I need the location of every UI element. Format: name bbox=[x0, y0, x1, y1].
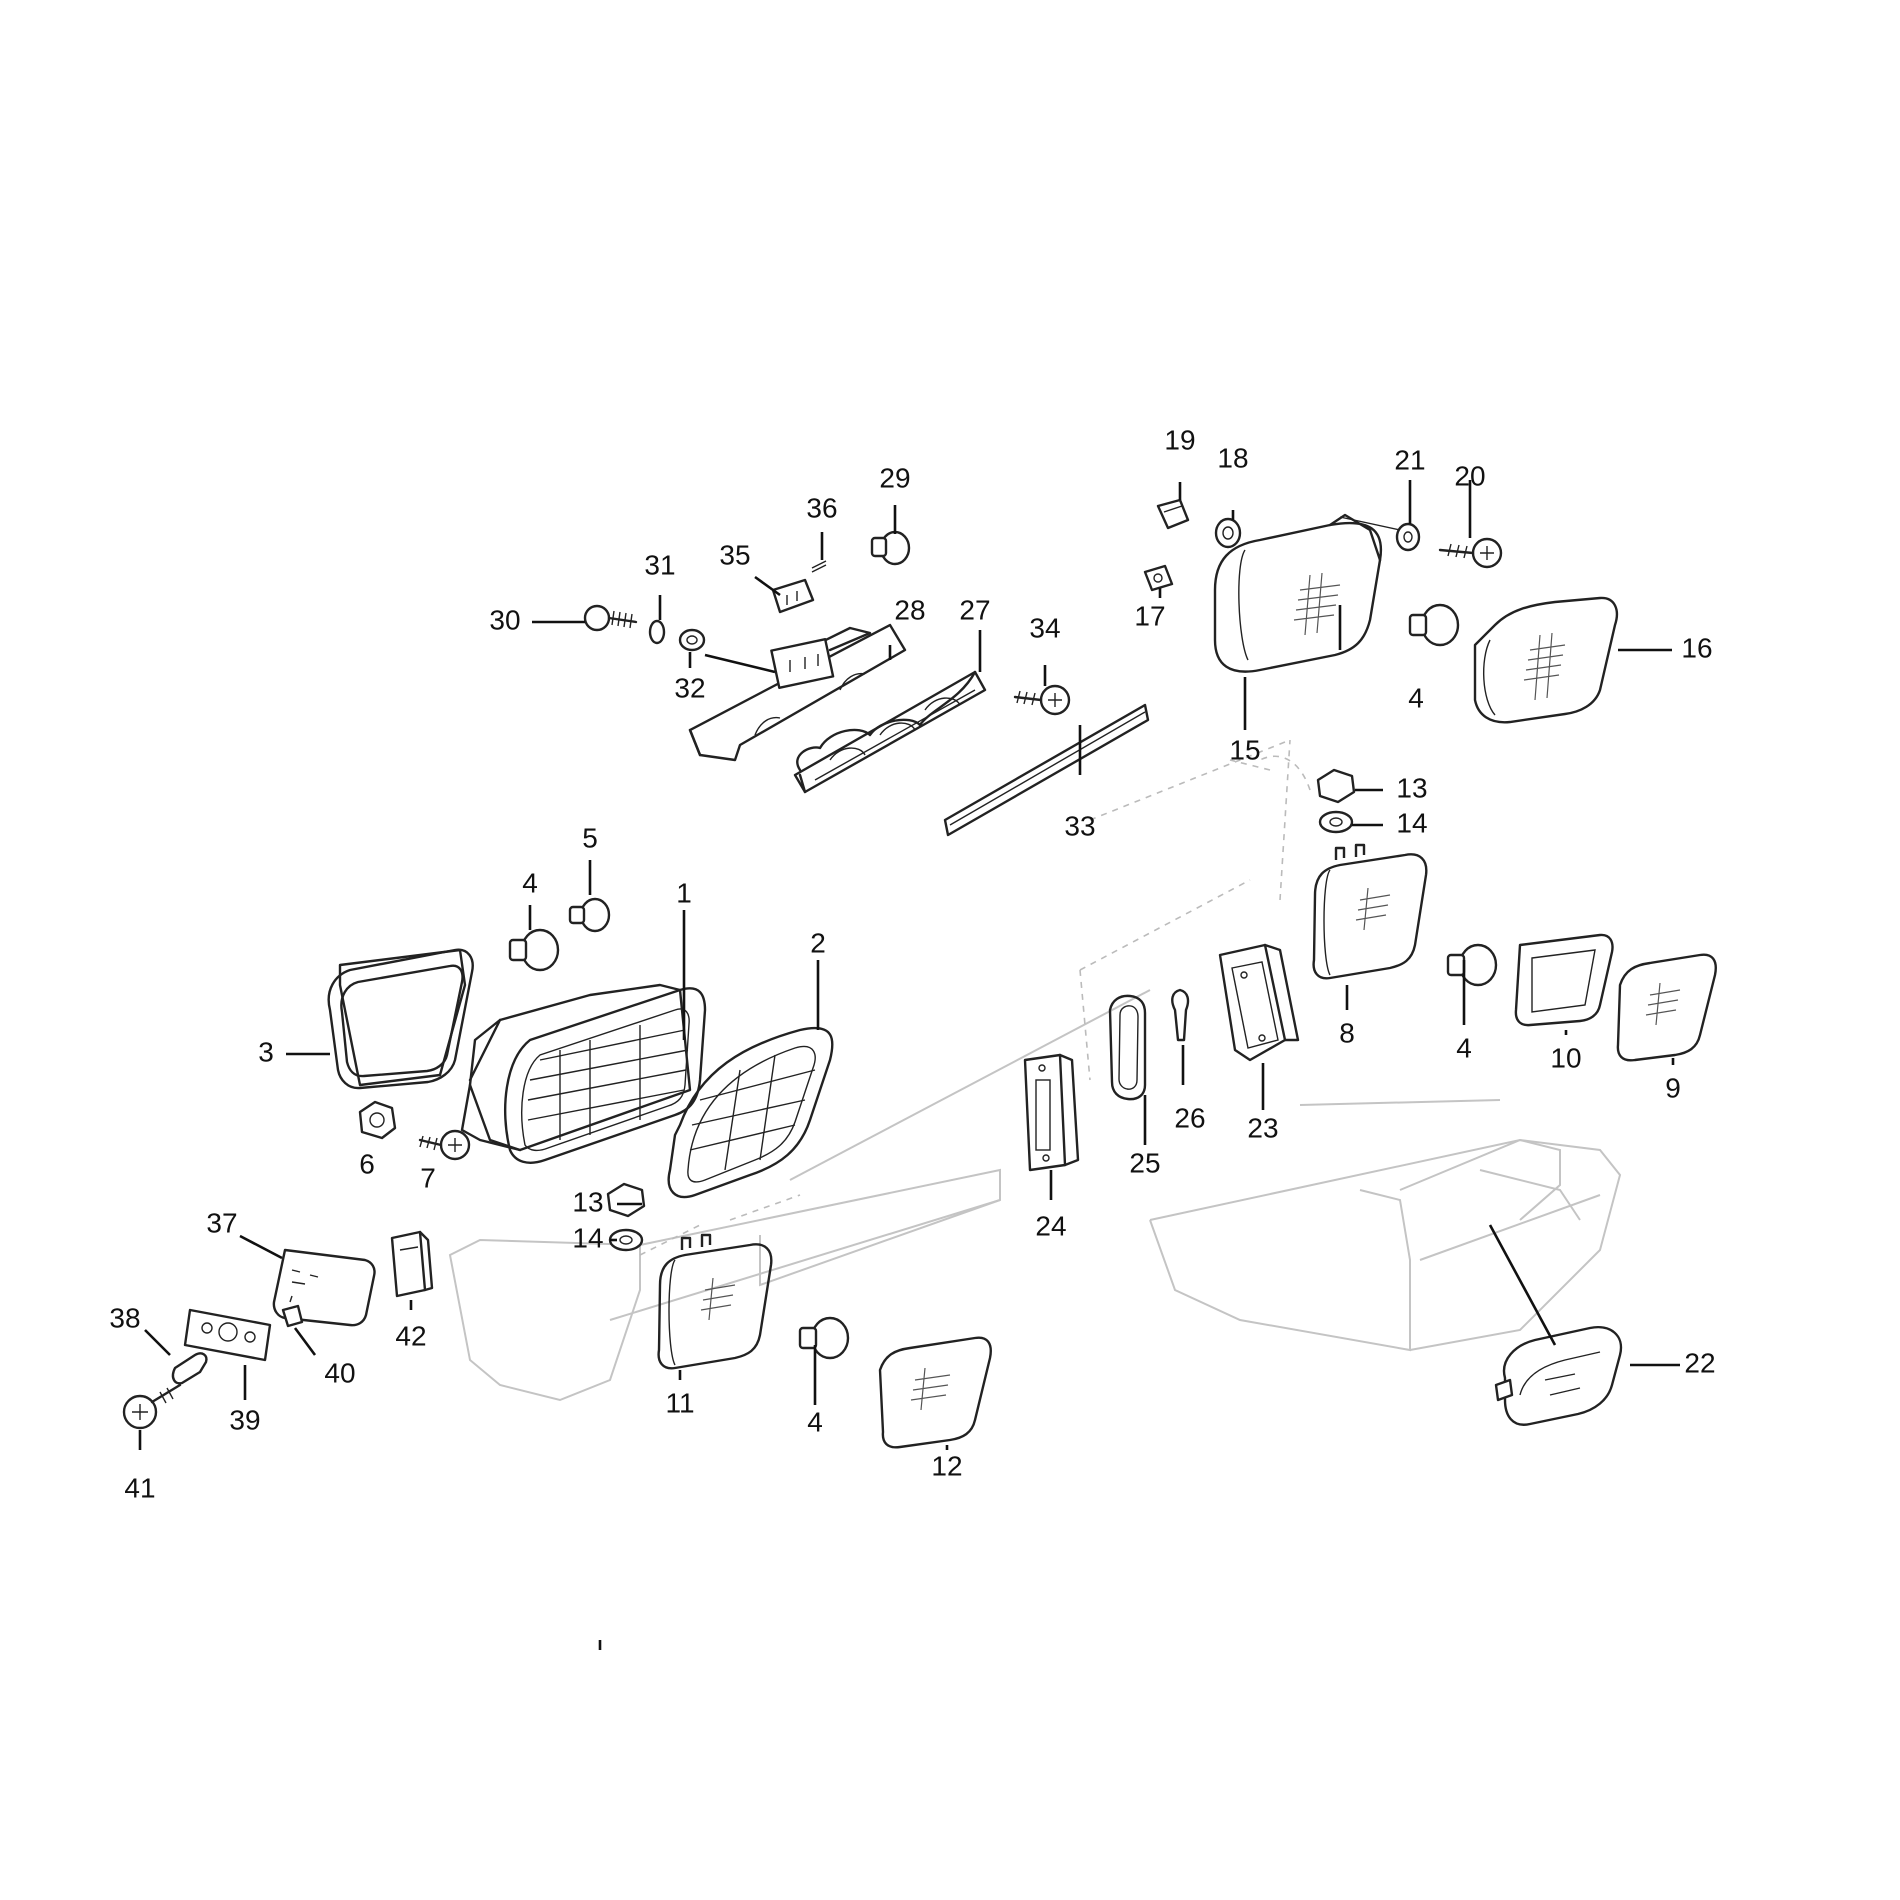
terminal-36 bbox=[811, 560, 827, 573]
plate-lamp-bracket bbox=[688, 623, 907, 762]
clip-19 bbox=[1156, 498, 1190, 530]
washer-14b bbox=[1318, 810, 1354, 834]
bulb-29 bbox=[870, 530, 911, 566]
callout-30: 30 bbox=[489, 604, 520, 635]
rear-lamp-housing bbox=[460, 983, 707, 1164]
reflector-23 bbox=[1218, 943, 1300, 1062]
bulb-4d bbox=[798, 1316, 850, 1360]
callout-32: 32 bbox=[674, 672, 705, 703]
side-lamp-lens bbox=[1473, 596, 1619, 724]
callout-31: 31 bbox=[644, 549, 675, 580]
washer-32 bbox=[678, 628, 706, 652]
gasket-10 bbox=[1514, 933, 1614, 1027]
indicator-housing-right bbox=[1312, 843, 1428, 980]
callout-42: 42 bbox=[395, 1320, 426, 1351]
bracket-39 bbox=[183, 1308, 272, 1362]
callout-28: 28 bbox=[894, 594, 925, 625]
screw-34 bbox=[1013, 684, 1071, 716]
screw-41 bbox=[122, 1383, 182, 1430]
indicator-housing-left bbox=[657, 1233, 773, 1370]
bulb-5 bbox=[568, 897, 611, 933]
indicator-lens-left bbox=[878, 1336, 992, 1449]
callout-7: 7 bbox=[420, 1162, 436, 1193]
callout-33: 33 bbox=[1064, 810, 1095, 841]
callout-12: 12 bbox=[931, 1450, 962, 1481]
callout-11: 11 bbox=[665, 1387, 694, 1418]
callout-labels: 1 2 3 4 4 4 4 5 6 7 8 9 10 11 12 13 13 1… bbox=[109, 424, 1715, 1503]
callout-29: 29 bbox=[879, 462, 910, 493]
plate-lamp-housing bbox=[793, 670, 987, 794]
leader-lines bbox=[138, 480, 1680, 1650]
callout-18: 18 bbox=[1217, 442, 1248, 473]
indicator-lens-right bbox=[1616, 953, 1717, 1062]
bulb-4b bbox=[1408, 603, 1460, 647]
callout-21: 21 bbox=[1394, 444, 1425, 475]
washer-31 bbox=[648, 619, 666, 645]
bolt-30 bbox=[583, 604, 638, 632]
clip-17 bbox=[1143, 564, 1174, 592]
bulb-4a bbox=[508, 928, 560, 972]
callout-1: 1 bbox=[676, 877, 692, 908]
nut-13a bbox=[606, 1182, 646, 1218]
washer-21 bbox=[1395, 522, 1421, 552]
callout-24: 24 bbox=[1035, 1210, 1066, 1241]
callout-39: 39 bbox=[229, 1404, 260, 1435]
bulb-38 bbox=[171, 1352, 208, 1385]
callout-10: 10 bbox=[1550, 1042, 1581, 1073]
plate-lamp-strip bbox=[943, 703, 1150, 837]
callout-8: 8 bbox=[1339, 1017, 1355, 1048]
nut-6 bbox=[358, 1100, 397, 1140]
callout-14a: 14 bbox=[572, 1222, 603, 1253]
callout-5: 5 bbox=[582, 822, 598, 853]
callout-34: 34 bbox=[1029, 612, 1060, 643]
rear-lamp-lens bbox=[667, 1027, 834, 1199]
vehicle-outline bbox=[448, 739, 1622, 1402]
grommet-18 bbox=[1214, 517, 1242, 549]
callout-40: 40 bbox=[324, 1357, 355, 1388]
side-lamp-housing bbox=[1213, 513, 1383, 673]
seal-25 bbox=[1108, 994, 1147, 1101]
callout-17: 17 bbox=[1134, 600, 1165, 631]
callout-26: 26 bbox=[1174, 1102, 1205, 1133]
callout-14b: 14 bbox=[1396, 807, 1427, 838]
callout-41: 41 bbox=[124, 1472, 155, 1503]
callout-4d: 4 bbox=[807, 1406, 823, 1437]
connector-35 bbox=[771, 578, 815, 614]
callout-27: 27 bbox=[959, 594, 990, 625]
callout-35: 35 bbox=[719, 539, 750, 570]
callout-37: 37 bbox=[206, 1207, 237, 1238]
callout-2: 2 bbox=[810, 927, 826, 958]
callout-22: 22 bbox=[1684, 1347, 1715, 1378]
side-marker-24 bbox=[1023, 1053, 1080, 1172]
callout-19: 19 bbox=[1164, 424, 1195, 455]
nut-13b bbox=[1316, 768, 1356, 804]
callout-3: 3 bbox=[258, 1036, 274, 1067]
callout-4c: 4 bbox=[1456, 1032, 1472, 1063]
callout-38: 38 bbox=[109, 1302, 140, 1333]
rear-lamp-gasket bbox=[327, 948, 474, 1090]
callout-25: 25 bbox=[1129, 1147, 1160, 1178]
plate-lamp-22 bbox=[1494, 1325, 1623, 1426]
callout-36: 36 bbox=[806, 492, 837, 523]
callout-6: 6 bbox=[359, 1148, 375, 1179]
callout-9: 9 bbox=[1665, 1072, 1681, 1103]
callout-4b: 4 bbox=[1408, 682, 1424, 713]
screw-7 bbox=[418, 1129, 471, 1161]
bulb-26 bbox=[1171, 988, 1190, 1042]
connector-42 bbox=[390, 1230, 434, 1298]
clip-40 bbox=[281, 1295, 304, 1328]
callout-16: 16 bbox=[1681, 632, 1712, 663]
screw-20 bbox=[1438, 537, 1503, 569]
callout-20: 20 bbox=[1454, 460, 1485, 491]
callout-13a: 13 bbox=[572, 1186, 603, 1217]
callout-4a: 4 bbox=[522, 867, 538, 898]
callout-15: 15 bbox=[1229, 734, 1260, 765]
callout-23: 23 bbox=[1247, 1112, 1278, 1143]
side-lamp-link bbox=[1339, 516, 1401, 531]
plate-lamp-37 bbox=[272, 1248, 376, 1327]
bulb-4c bbox=[1446, 943, 1498, 987]
callout-13b: 13 bbox=[1396, 772, 1427, 803]
